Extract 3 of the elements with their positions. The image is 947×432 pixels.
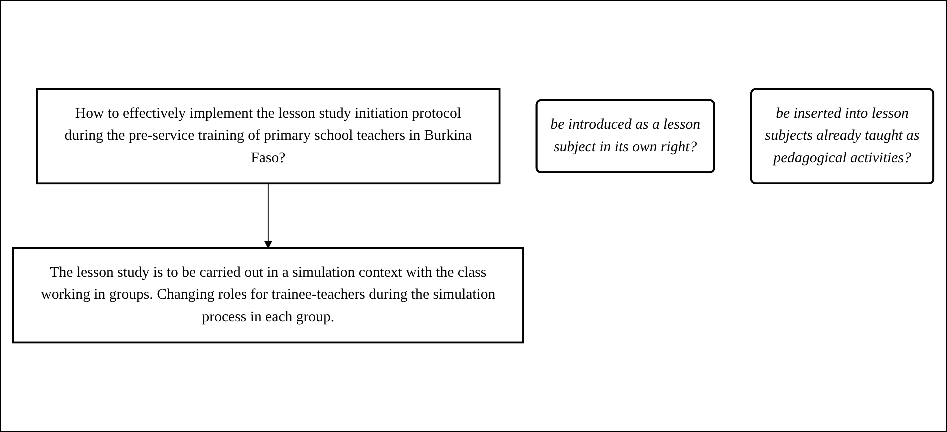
node-box: How to effectively implement the lesson study initiation protocol during the pre-service training of primary school teachers in Burkina Faso?	[36, 88, 501, 185]
arrow	[264, 183, 272, 249]
node-box: The lesson study is to be carried out in a simulation context with the class working in groups. Changing roles for trainee-teachers during the simulation process in each group.	[12, 247, 524, 344]
